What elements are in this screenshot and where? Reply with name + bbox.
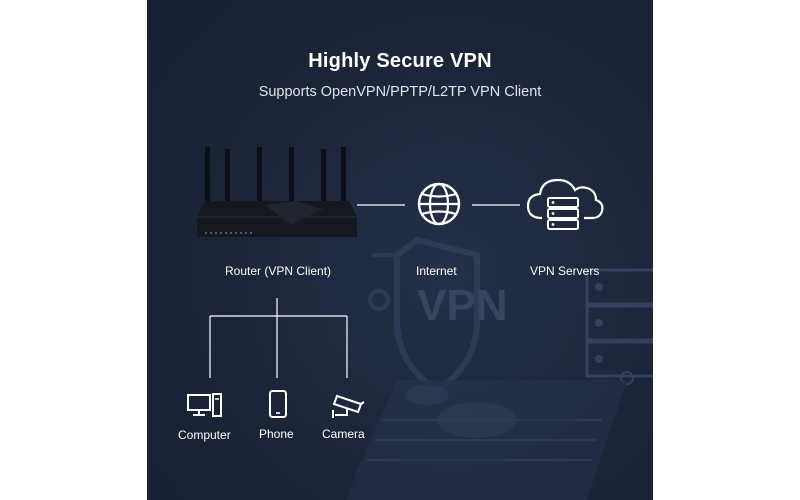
vpn-feature-panel: VPN Highly Secure VPN Supports OpenVPN/P… [147, 0, 653, 500]
background-shield-icon [394, 236, 480, 394]
internet-label: Internet [416, 264, 457, 278]
page-title: Highly Secure VPN [308, 50, 492, 72]
connector-lines [209, 204, 520, 378]
device-label-computer: Computer [178, 428, 231, 442]
router-label: Router (VPN Client) [225, 264, 332, 278]
cloud-server-icon [526, 178, 604, 230]
background-artwork: VPN [347, 236, 653, 500]
computer-icon [187, 393, 222, 417]
globe-icon [417, 182, 461, 226]
vpn-servers-label: VPN Servers [530, 264, 600, 278]
device-label-phone: Phone [259, 427, 294, 441]
camera-icon [332, 394, 365, 418]
device-label-camera: Camera [322, 427, 365, 441]
background-shield-text: VPN [417, 281, 507, 330]
router-icon [197, 147, 357, 237]
page-subtitle: Supports OpenVPN/PPTP/L2TP VPN Client [258, 84, 542, 100]
phone-icon [269, 390, 287, 418]
